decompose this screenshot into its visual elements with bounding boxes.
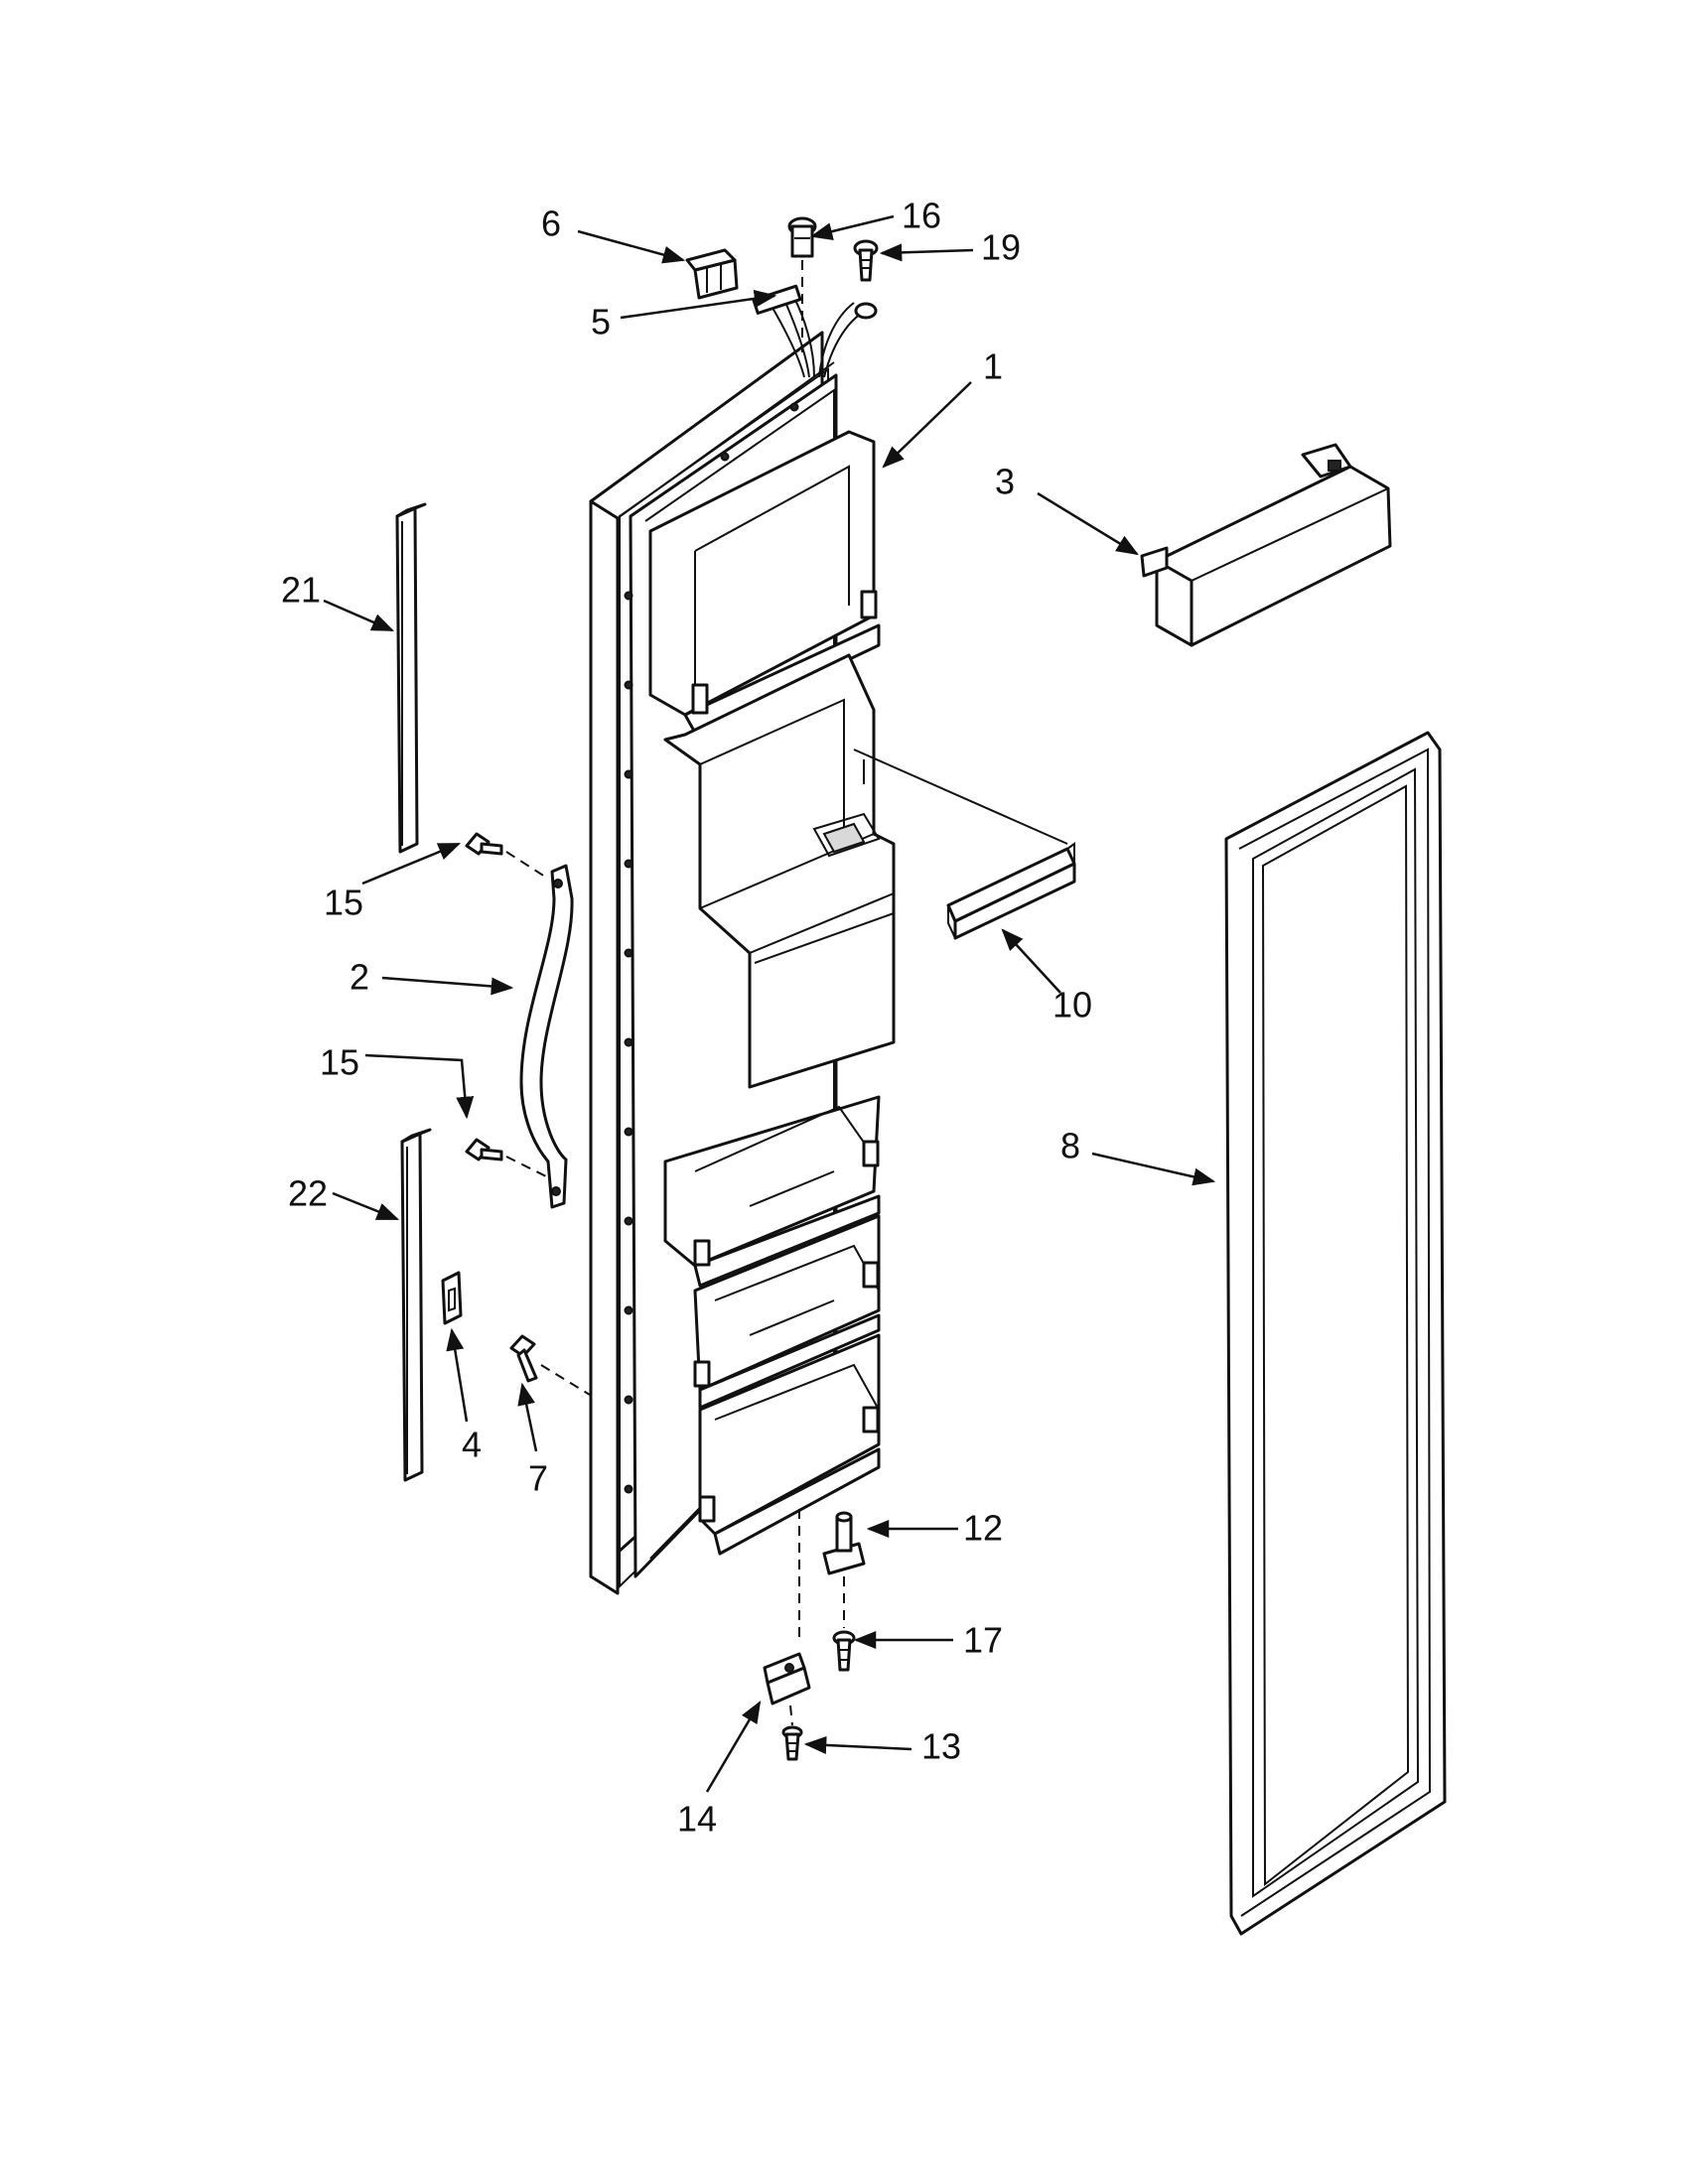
door-handle xyxy=(519,864,574,1209)
callout-labels: 1 2 3 4 5 6 7 8 10 12 13 14 15 15 16 17 … xyxy=(281,196,1092,1840)
door-gasket xyxy=(1224,731,1447,1936)
screw-19 xyxy=(853,239,879,282)
callout-4: 4 xyxy=(462,1425,482,1465)
callout-19: 19 xyxy=(981,227,1021,268)
door-screw-holes xyxy=(624,402,799,1494)
callout-22: 22 xyxy=(288,1173,328,1214)
callout-16: 16 xyxy=(902,196,941,236)
callout-3: 3 xyxy=(995,462,1015,502)
screw-7 xyxy=(509,1334,538,1383)
screw-13 xyxy=(781,1725,803,1761)
slide-rail xyxy=(853,749,1076,940)
connector-plug xyxy=(685,248,739,300)
callout-14: 14 xyxy=(677,1799,717,1840)
hinge-pin xyxy=(822,1511,866,1575)
callout-15-upper: 15 xyxy=(324,883,363,923)
callout-10: 10 xyxy=(1052,985,1092,1025)
upper-shelf-bin xyxy=(648,430,881,735)
trim-clip xyxy=(441,1271,463,1325)
callout-21: 21 xyxy=(281,570,321,611)
handle-screw-lower xyxy=(465,1138,503,1161)
callout-13: 13 xyxy=(921,1726,961,1767)
callout-15-lower: 15 xyxy=(320,1042,359,1083)
callout-12: 12 xyxy=(963,1508,1003,1549)
callout-7: 7 xyxy=(528,1458,548,1499)
callout-1: 1 xyxy=(983,346,1003,387)
callout-17: 17 xyxy=(963,1620,1003,1661)
callout-8: 8 xyxy=(1060,1126,1080,1166)
middle-shelf xyxy=(663,1095,881,1288)
lower-shelves xyxy=(693,1214,881,1556)
callout-2: 2 xyxy=(350,957,369,998)
handle-screw-upper xyxy=(465,832,503,856)
dispenser-housing xyxy=(663,653,896,1089)
door-shelf-bin xyxy=(1140,443,1392,647)
callout-5: 5 xyxy=(591,302,611,342)
leader-lines xyxy=(323,214,1216,1793)
callout-6: 6 xyxy=(541,204,561,244)
upper-trim-strip xyxy=(395,502,427,854)
door-assembly xyxy=(589,331,896,1595)
lower-hinge-bracket xyxy=(763,1652,811,1706)
light-socket xyxy=(787,216,817,258)
lower-trim-strip xyxy=(400,1128,432,1482)
screw-17 xyxy=(832,1630,856,1672)
